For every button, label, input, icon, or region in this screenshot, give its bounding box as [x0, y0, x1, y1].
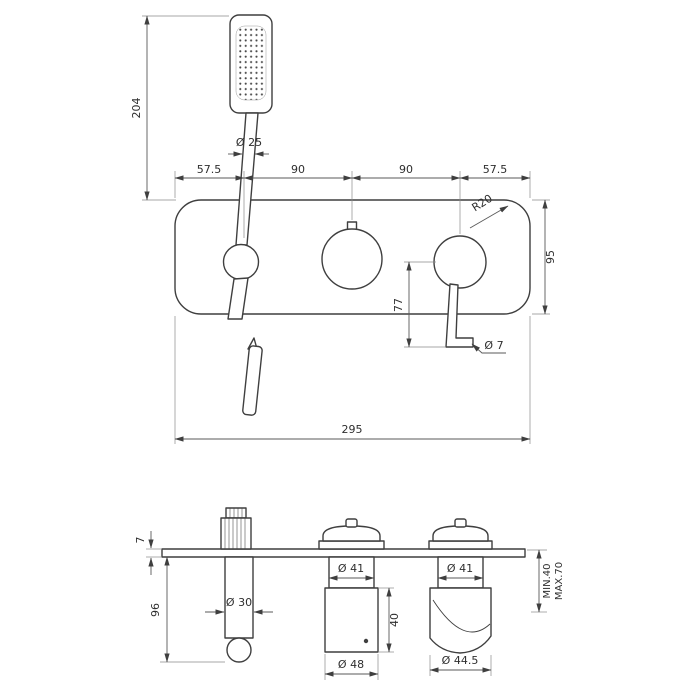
dim-95-label: 95 [544, 250, 557, 264]
dim-77-label: 77 [392, 298, 405, 312]
right-knob-body [429, 587, 492, 654]
right-cap-nub [454, 518, 467, 528]
front-view: 204 57.5 90 90 57.5 R20 Ø 25 95 77 [130, 14, 557, 444]
dim-57-5-right-label: 57.5 [483, 163, 508, 176]
mid-knob-neck [328, 556, 375, 589]
dim-d7-label: Ø 7 [484, 339, 503, 352]
dim-d44-5-label: Ø 44.5 [442, 654, 479, 667]
right-cap-flange [428, 540, 493, 550]
dim-295-label: 295 [342, 423, 363, 436]
right-knob [433, 235, 487, 289]
holder-knurl-top-hatch [229, 508, 243, 518]
dim-96-label: 96 [149, 603, 162, 617]
holder-knurl-body [220, 517, 252, 550]
plate-edge [161, 548, 526, 558]
dim-d25-label: Ø 25 [236, 136, 262, 149]
dim-max70-label: MAX.70 [554, 562, 565, 600]
mid-knob-body [324, 587, 379, 653]
dim-90-right-label: 90 [399, 163, 413, 176]
center-knob [321, 228, 383, 290]
dim-d41-mid-label: Ø 41 [338, 562, 364, 575]
handshower-holder [222, 243, 260, 281]
dim-d48-label: Ø 48 [338, 658, 364, 671]
dim-90-left-label: 90 [291, 163, 305, 176]
dim-7-label: 7 [134, 537, 147, 544]
dim-d41-right-label: Ø 41 [447, 562, 473, 575]
holder-knurl-top [225, 507, 247, 519]
side-view: Ø 30 7 96 Ø 41 40 Ø 48 [134, 507, 565, 680]
holder-knurl-body-hatch [224, 518, 246, 549]
leader-r20 [469, 205, 509, 229]
dim-57-5-left-label: 57.5 [197, 163, 222, 176]
mid-cap-flange [318, 540, 385, 550]
right-knob-body-curve [432, 599, 491, 633]
holder-hook [226, 637, 252, 663]
dim-204-label: 204 [130, 98, 143, 119]
mid-knob-screw [363, 638, 369, 644]
hose-upper [227, 277, 249, 320]
mid-cap-nub [345, 518, 358, 528]
hose-lower [242, 345, 263, 416]
dim-d30-label: Ø 30 [226, 596, 252, 609]
handshower-spray-face [235, 25, 267, 101]
right-knob-neck [437, 556, 484, 589]
right-cap-dome [432, 525, 489, 542]
mid-cap-dome [322, 525, 381, 542]
holder-body [224, 556, 254, 639]
leader-d7 [471, 343, 506, 354]
dim-40-label: 40 [388, 613, 401, 627]
dim-min40-label: MIN.40 [542, 564, 553, 599]
